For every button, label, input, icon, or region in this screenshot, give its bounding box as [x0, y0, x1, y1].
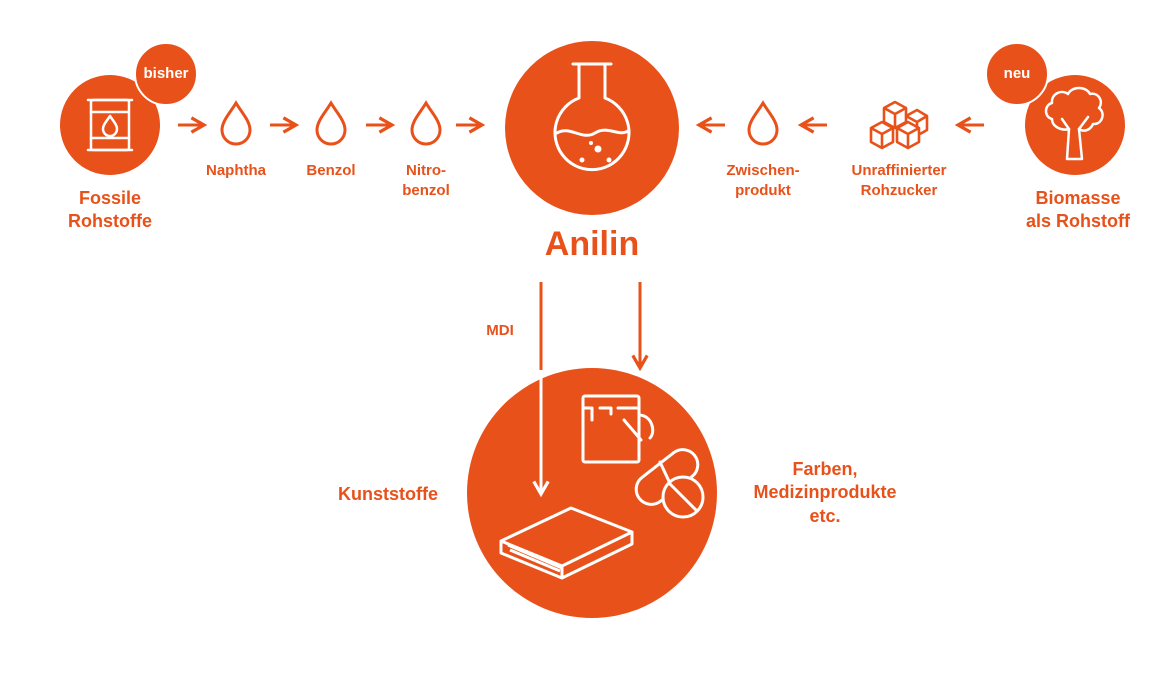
- biomass-source-label: Biomasse als Rohstoff: [1003, 187, 1153, 234]
- step-nitrobenzol-line1: Nitro-: [406, 162, 446, 179]
- mdi-label: MDI: [486, 322, 514, 339]
- sugar-cubes-icon: [869, 100, 929, 150]
- fossil-source-label: Fossile Rohstoffe: [40, 187, 180, 234]
- bisher-badge: [134, 42, 198, 106]
- step-rohzucker: Unraffinierter Rohzucker: [834, 161, 964, 200]
- bisher-badge-label: bisher: [143, 65, 189, 82]
- drop-icon: [315, 100, 347, 146]
- farben-line2: Medizinprodukte: [753, 482, 897, 503]
- drop-icon: [220, 100, 252, 146]
- farben-line3: etc.: [809, 505, 841, 526]
- center-title: Anilin: [544, 225, 640, 263]
- step-rohzucker-line2: Rohzucker: [860, 181, 938, 199]
- step-zwischenprodukt: Zwischen- produkt: [708, 161, 818, 200]
- step-naphtha: Naphtha: [206, 162, 266, 179]
- neu-badge-label: neu: [1003, 65, 1031, 82]
- step-nitrobenzol: Nitro- benzol: [376, 161, 476, 200]
- oil-barrel-icon: [86, 98, 134, 152]
- biomass-source-line2: als Rohstoff: [1025, 211, 1130, 232]
- step-zwischenprodukt-line2: produkt: [735, 181, 791, 199]
- drop-icon: [747, 100, 779, 146]
- step-rohzucker-line1: Unraffinierter: [851, 162, 947, 179]
- neu-badge: [985, 42, 1049, 106]
- paint-bucket-icon: [581, 394, 655, 464]
- farben-line1: Farben,: [792, 459, 858, 479]
- step-benzol: Benzol: [306, 162, 356, 179]
- tree-icon: [1044, 86, 1104, 161]
- fossil-source-line1: Fossile: [78, 188, 142, 208]
- flask-icon: [553, 62, 631, 172]
- aniline-circle: [505, 41, 679, 215]
- drop-icon: [410, 100, 442, 146]
- plastic-sheet-icon: [499, 506, 634, 580]
- kunststoffe-label: Kunststoffe: [338, 484, 438, 504]
- fossil-source-circle: [60, 75, 160, 175]
- farben-label: Farben, Medizinprodukte etc.: [735, 458, 915, 528]
- step-zwischenprodukt-line1: Zwischen-: [726, 162, 800, 179]
- biomass-source-line1: Biomasse: [1035, 188, 1121, 208]
- pills-icon: [634, 448, 705, 519]
- step-nitrobenzol-line2: benzol: [402, 181, 450, 199]
- fossil-source-line2: Rohstoffe: [68, 211, 152, 232]
